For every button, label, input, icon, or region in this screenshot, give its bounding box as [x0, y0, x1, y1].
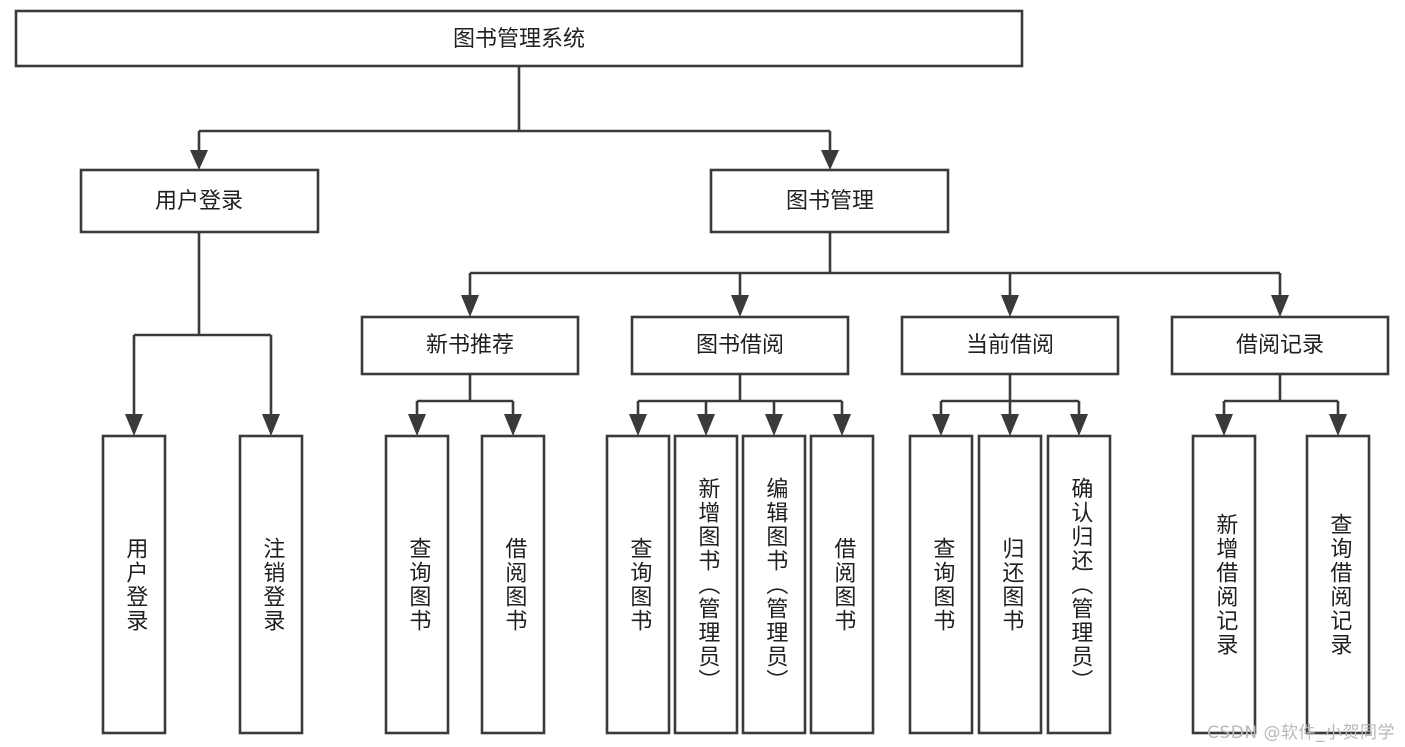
- leaf-box-query-record[interactable]: [1305, 434, 1371, 735]
- arrow-head-icon: [1271, 295, 1289, 317]
- arrow-head-icon: [697, 414, 715, 436]
- node-label: 当前借阅: [966, 333, 1054, 358]
- connector-records-to-leaves: [1215, 374, 1347, 436]
- watermark-text: CSDN @软件_小贺同学: [1207, 723, 1395, 743]
- leaf-box-confirm-return[interactable]: [1046, 434, 1112, 735]
- leaf-box-borrow-book-1[interactable]: [480, 434, 546, 735]
- leaf-box-query-book-1[interactable]: [384, 434, 450, 735]
- arrow-head-icon: [1001, 414, 1019, 436]
- node-label: 借阅记录: [1236, 333, 1324, 358]
- leaf-box-borrow-book-2[interactable]: [809, 434, 875, 735]
- node-label: 用户登录: [155, 189, 243, 214]
- arrow-head-icon: [190, 150, 208, 170]
- arrow-head-icon: [821, 150, 839, 170]
- leaf-box-logout[interactable]: [238, 434, 304, 735]
- leaf-box-return-book[interactable]: [977, 434, 1043, 735]
- leaf-box-query-book-3[interactable]: [908, 434, 974, 735]
- leaf-box-add-book-admin[interactable]: [673, 434, 739, 735]
- arrow-head-icon: [1001, 295, 1019, 317]
- connector-root-to-level2: [190, 66, 839, 170]
- arrow-head-icon: [833, 414, 851, 436]
- node-book-borrow[interactable]: 图书借阅: [630, 315, 850, 376]
- arrow-head-icon: [504, 414, 522, 436]
- arrow-head-icon: [765, 414, 783, 436]
- node-new-book-recommend[interactable]: 新书推荐: [360, 315, 580, 376]
- arrow-head-icon: [1070, 414, 1088, 436]
- arrow-head-icon: [731, 295, 749, 317]
- arrow-head-icon: [408, 414, 426, 436]
- arrow-head-icon: [125, 414, 143, 436]
- node-label: 新书推荐: [426, 333, 514, 358]
- leaf-box-user-login[interactable]: [101, 434, 167, 735]
- node-label: 图书借阅: [696, 333, 784, 358]
- leaf-box-add-record[interactable]: [1191, 434, 1257, 735]
- node-label: 图书管理: [786, 189, 874, 214]
- arrow-head-icon: [1329, 414, 1347, 436]
- leaf-boxes: [101, 434, 1371, 735]
- node-root-book-management-system[interactable]: 图书管理系统: [14, 9, 1024, 68]
- connector-current-to-leaves: [932, 374, 1088, 436]
- connector-borrow-to-leaves: [629, 374, 851, 436]
- node-book-management[interactable]: 图书管理: [709, 168, 950, 234]
- node-user-login[interactable]: 用户登录: [79, 168, 320, 234]
- connector-bookmgmt-to-level3: [461, 232, 1289, 317]
- leaf-box-edit-book-admin[interactable]: [741, 434, 807, 735]
- arrow-head-icon: [461, 295, 479, 317]
- connector-newbook-to-leaves: [408, 374, 522, 436]
- leaf-box-query-book-2[interactable]: [605, 434, 671, 735]
- arrow-head-icon: [262, 414, 280, 436]
- arrow-head-icon: [932, 414, 950, 436]
- arrow-head-icon: [1215, 414, 1233, 436]
- connector-userlogin-to-leaves: [125, 232, 280, 436]
- node-borrow-records[interactable]: 借阅记录: [1170, 315, 1390, 376]
- node-current-borrow[interactable]: 当前借阅: [900, 315, 1120, 376]
- arrow-head-icon: [629, 414, 647, 436]
- node-label: 图书管理系统: [453, 27, 585, 52]
